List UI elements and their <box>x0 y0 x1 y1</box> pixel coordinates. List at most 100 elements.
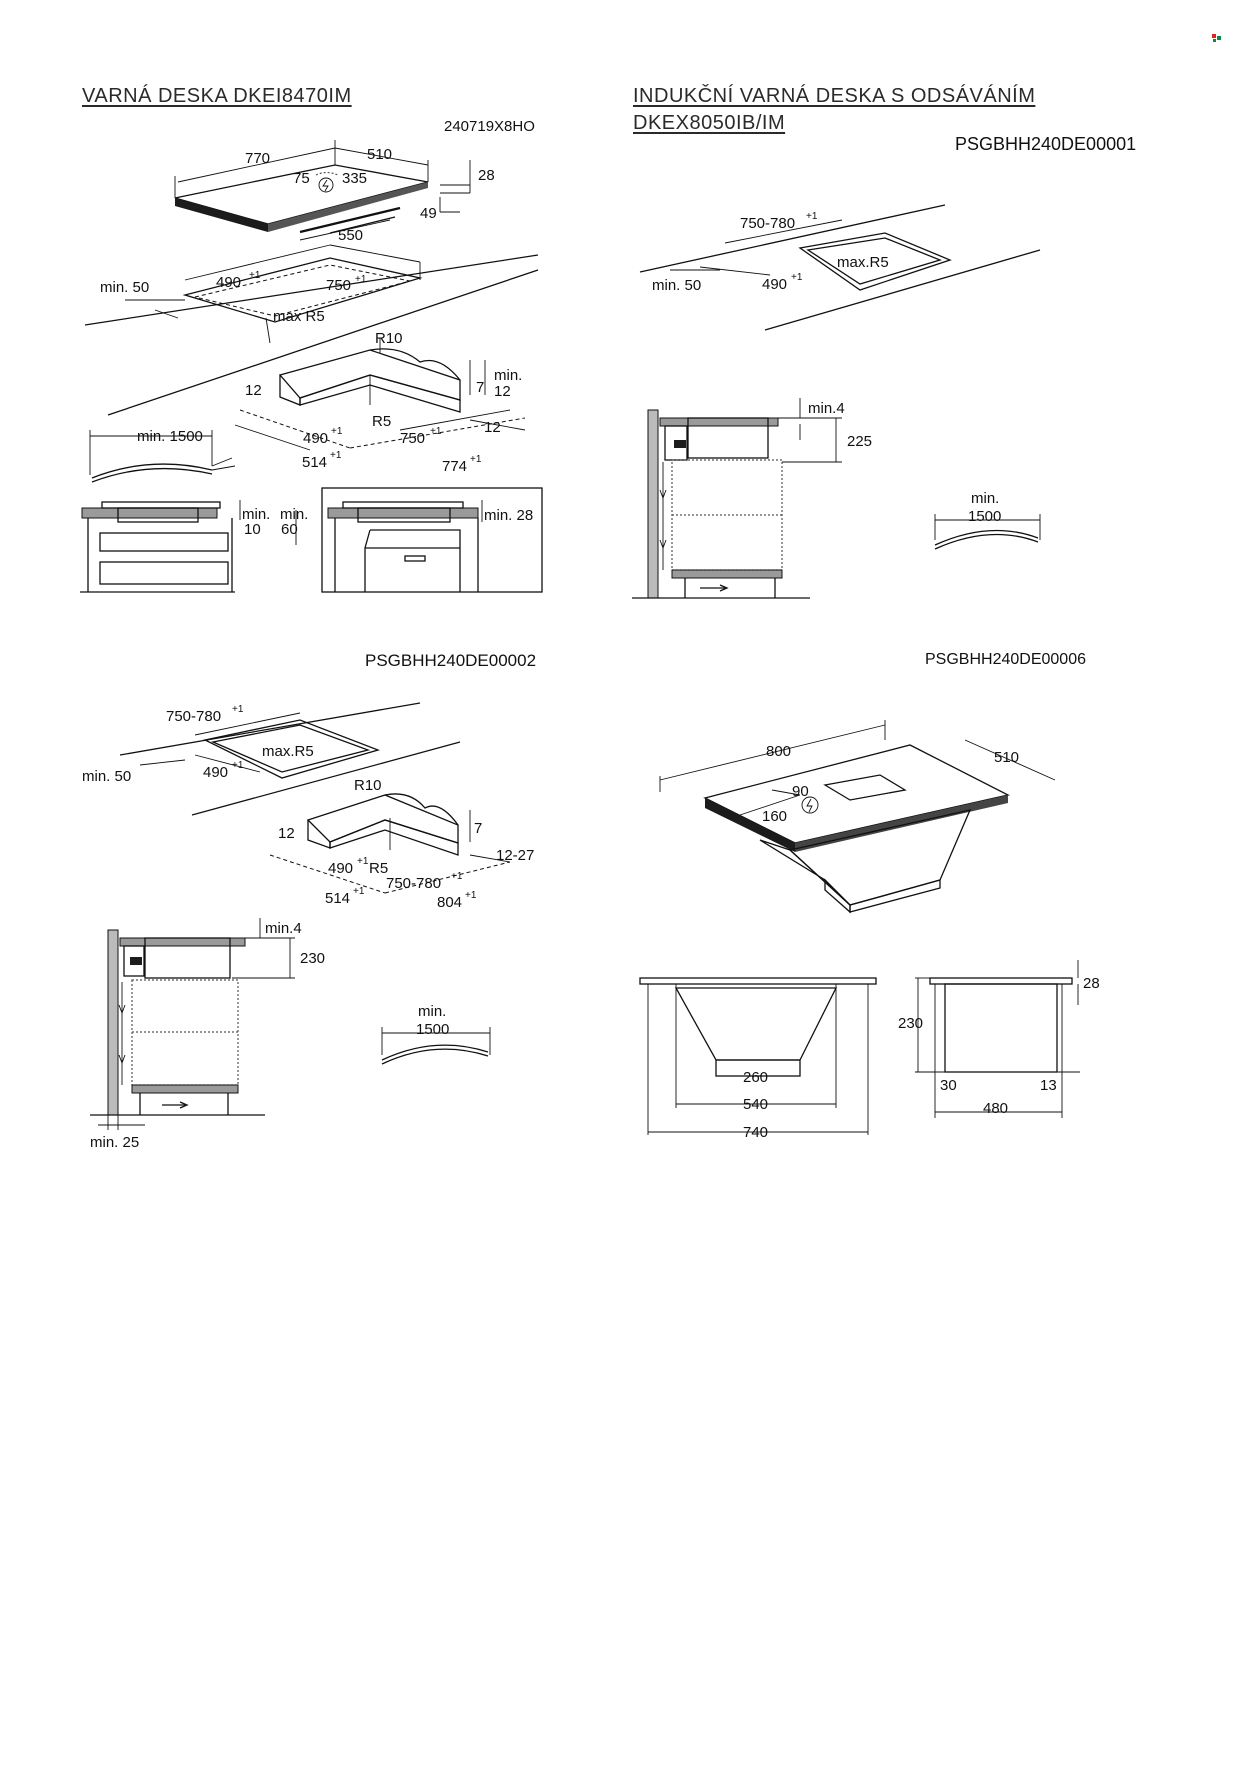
frame3-514: 514 <box>325 890 350 907</box>
install-a-min1: min. <box>242 506 270 523</box>
install3-230: 230 <box>300 950 325 967</box>
frame-r5: R5 <box>372 413 391 430</box>
install-a <box>80 500 297 593</box>
frame-profile <box>234 338 526 451</box>
install-b-label: min. 28 <box>484 507 533 524</box>
install-2 <box>632 398 842 599</box>
cutout3-490-tol: +1 <box>232 760 244 771</box>
frame-min12: 12 <box>494 383 511 400</box>
install2-min4: min.4 <box>808 400 845 417</box>
cutout3-w-tol: +1 <box>232 704 244 715</box>
section2-title-line2: DKEX8050IB/IM <box>633 112 786 134</box>
cable-drawing-3 <box>381 1027 491 1065</box>
frame-12: 12 <box>245 382 262 399</box>
dim-750-tol: +1 <box>355 274 367 285</box>
dim-49: 49 <box>420 205 437 222</box>
install-a-min2: min. <box>280 506 308 523</box>
install-b <box>321 487 543 593</box>
iso-800: 800 <box>766 743 791 760</box>
worktop-cutout <box>84 244 539 416</box>
frame-490-tol: +1 <box>331 426 343 437</box>
dim-750: 750 <box>326 277 351 294</box>
frame-750-tol: +1 <box>430 426 442 437</box>
cable-drawing <box>89 430 236 483</box>
iso-90: 90 <box>792 783 809 800</box>
cutout2-w-tol: +1 <box>806 211 818 222</box>
dim-510: 510 <box>367 146 392 163</box>
cable2-min: min. <box>971 490 999 507</box>
iso-510: 510 <box>994 749 1019 766</box>
cutout3-490: 490 <box>203 764 228 781</box>
frame-7: 7 <box>476 379 484 396</box>
frame3-490: 490 <box>328 860 353 877</box>
cutout2-w: 750-780 <box>740 215 795 232</box>
frame3-r10: R10 <box>354 777 382 794</box>
section4-code: PSGBHH240DE00006 <box>925 651 1086 668</box>
install-3 <box>90 918 295 1130</box>
frame-774-tol: +1 <box>470 454 482 465</box>
front-540: 540 <box>743 1096 768 1113</box>
cutout3-maxr5: max.R5 <box>262 743 314 760</box>
cutout2-490: 490 <box>762 276 787 293</box>
section2-code: PSGBHH240DE00001 <box>955 134 1137 154</box>
frame3-490-tol: +1 <box>357 856 369 867</box>
frame-min: min. <box>494 367 522 384</box>
iso-160: 160 <box>762 808 787 825</box>
side-28: 28 <box>1083 975 1100 992</box>
section1-code: 240719X8HO <box>444 118 535 135</box>
dim-75: 75 <box>293 170 310 187</box>
frame-12b: 12 <box>484 419 501 436</box>
frame-774: 774 <box>442 458 467 475</box>
cutout3-min50: min. 50 <box>82 768 131 785</box>
frame-514: 514 <box>302 454 327 471</box>
front-260: 260 <box>743 1069 768 1086</box>
frame-514-tol: +1 <box>330 450 342 461</box>
side-30: 30 <box>940 1077 957 1094</box>
front-view <box>639 977 877 1135</box>
worktop-cutout-2 <box>639 204 1041 331</box>
frame-490: 490 <box>303 430 328 447</box>
cable-drawing-2 <box>934 514 1041 550</box>
cutout2-min50: min. 50 <box>652 277 701 294</box>
cutout3-w: 750-780 <box>166 708 221 725</box>
cable3-min: min. <box>418 1003 446 1020</box>
frame3-804: 804 <box>437 894 462 911</box>
frame3-r5: R5 <box>369 860 388 877</box>
dim-550: 550 <box>338 227 363 244</box>
section1-title: VARNÁ DESKA DKEI8470IM <box>82 85 352 107</box>
dim-28: 28 <box>478 167 495 184</box>
dim-770: 770 <box>245 150 270 167</box>
side-13: 13 <box>1040 1077 1057 1094</box>
dim-335: 335 <box>342 170 367 187</box>
frame-r10: R10 <box>375 330 403 347</box>
install2-225: 225 <box>847 433 872 450</box>
install3-min4: min.4 <box>265 920 302 937</box>
install3-min25: min. 25 <box>90 1134 139 1151</box>
side-230: 230 <box>898 1015 923 1032</box>
dim-min50: min. 50 <box>100 279 149 296</box>
frame3-12: 12 <box>278 825 295 842</box>
frame3-w-tol: +1 <box>451 871 463 882</box>
dim-490-tol: +1 <box>249 270 261 281</box>
frame3-w: 750-780 <box>386 875 441 892</box>
dim-maxr5: max R5 <box>273 308 325 325</box>
side-view <box>915 960 1080 1118</box>
install-a-min2-val: 60 <box>281 521 298 538</box>
section3-code: PSGBHH240DE00002 <box>365 651 537 670</box>
frame-750: 750 <box>400 430 425 447</box>
frame3-1227: 12-27 <box>496 847 534 864</box>
frame3-514-tol: +1 <box>353 886 365 897</box>
cable2-len: 1500 <box>968 508 1001 525</box>
frame3-804-tol: +1 <box>465 890 477 901</box>
side-480: 480 <box>983 1100 1008 1117</box>
frame-profile-3 <box>269 793 511 894</box>
dim-490: 490 <box>216 274 241 291</box>
front-740: 740 <box>743 1124 768 1141</box>
cutout2-490-tol: +1 <box>791 272 803 283</box>
cutout2-maxr5: max.R5 <box>837 254 889 271</box>
install-a-min1-val: 10 <box>244 521 261 538</box>
